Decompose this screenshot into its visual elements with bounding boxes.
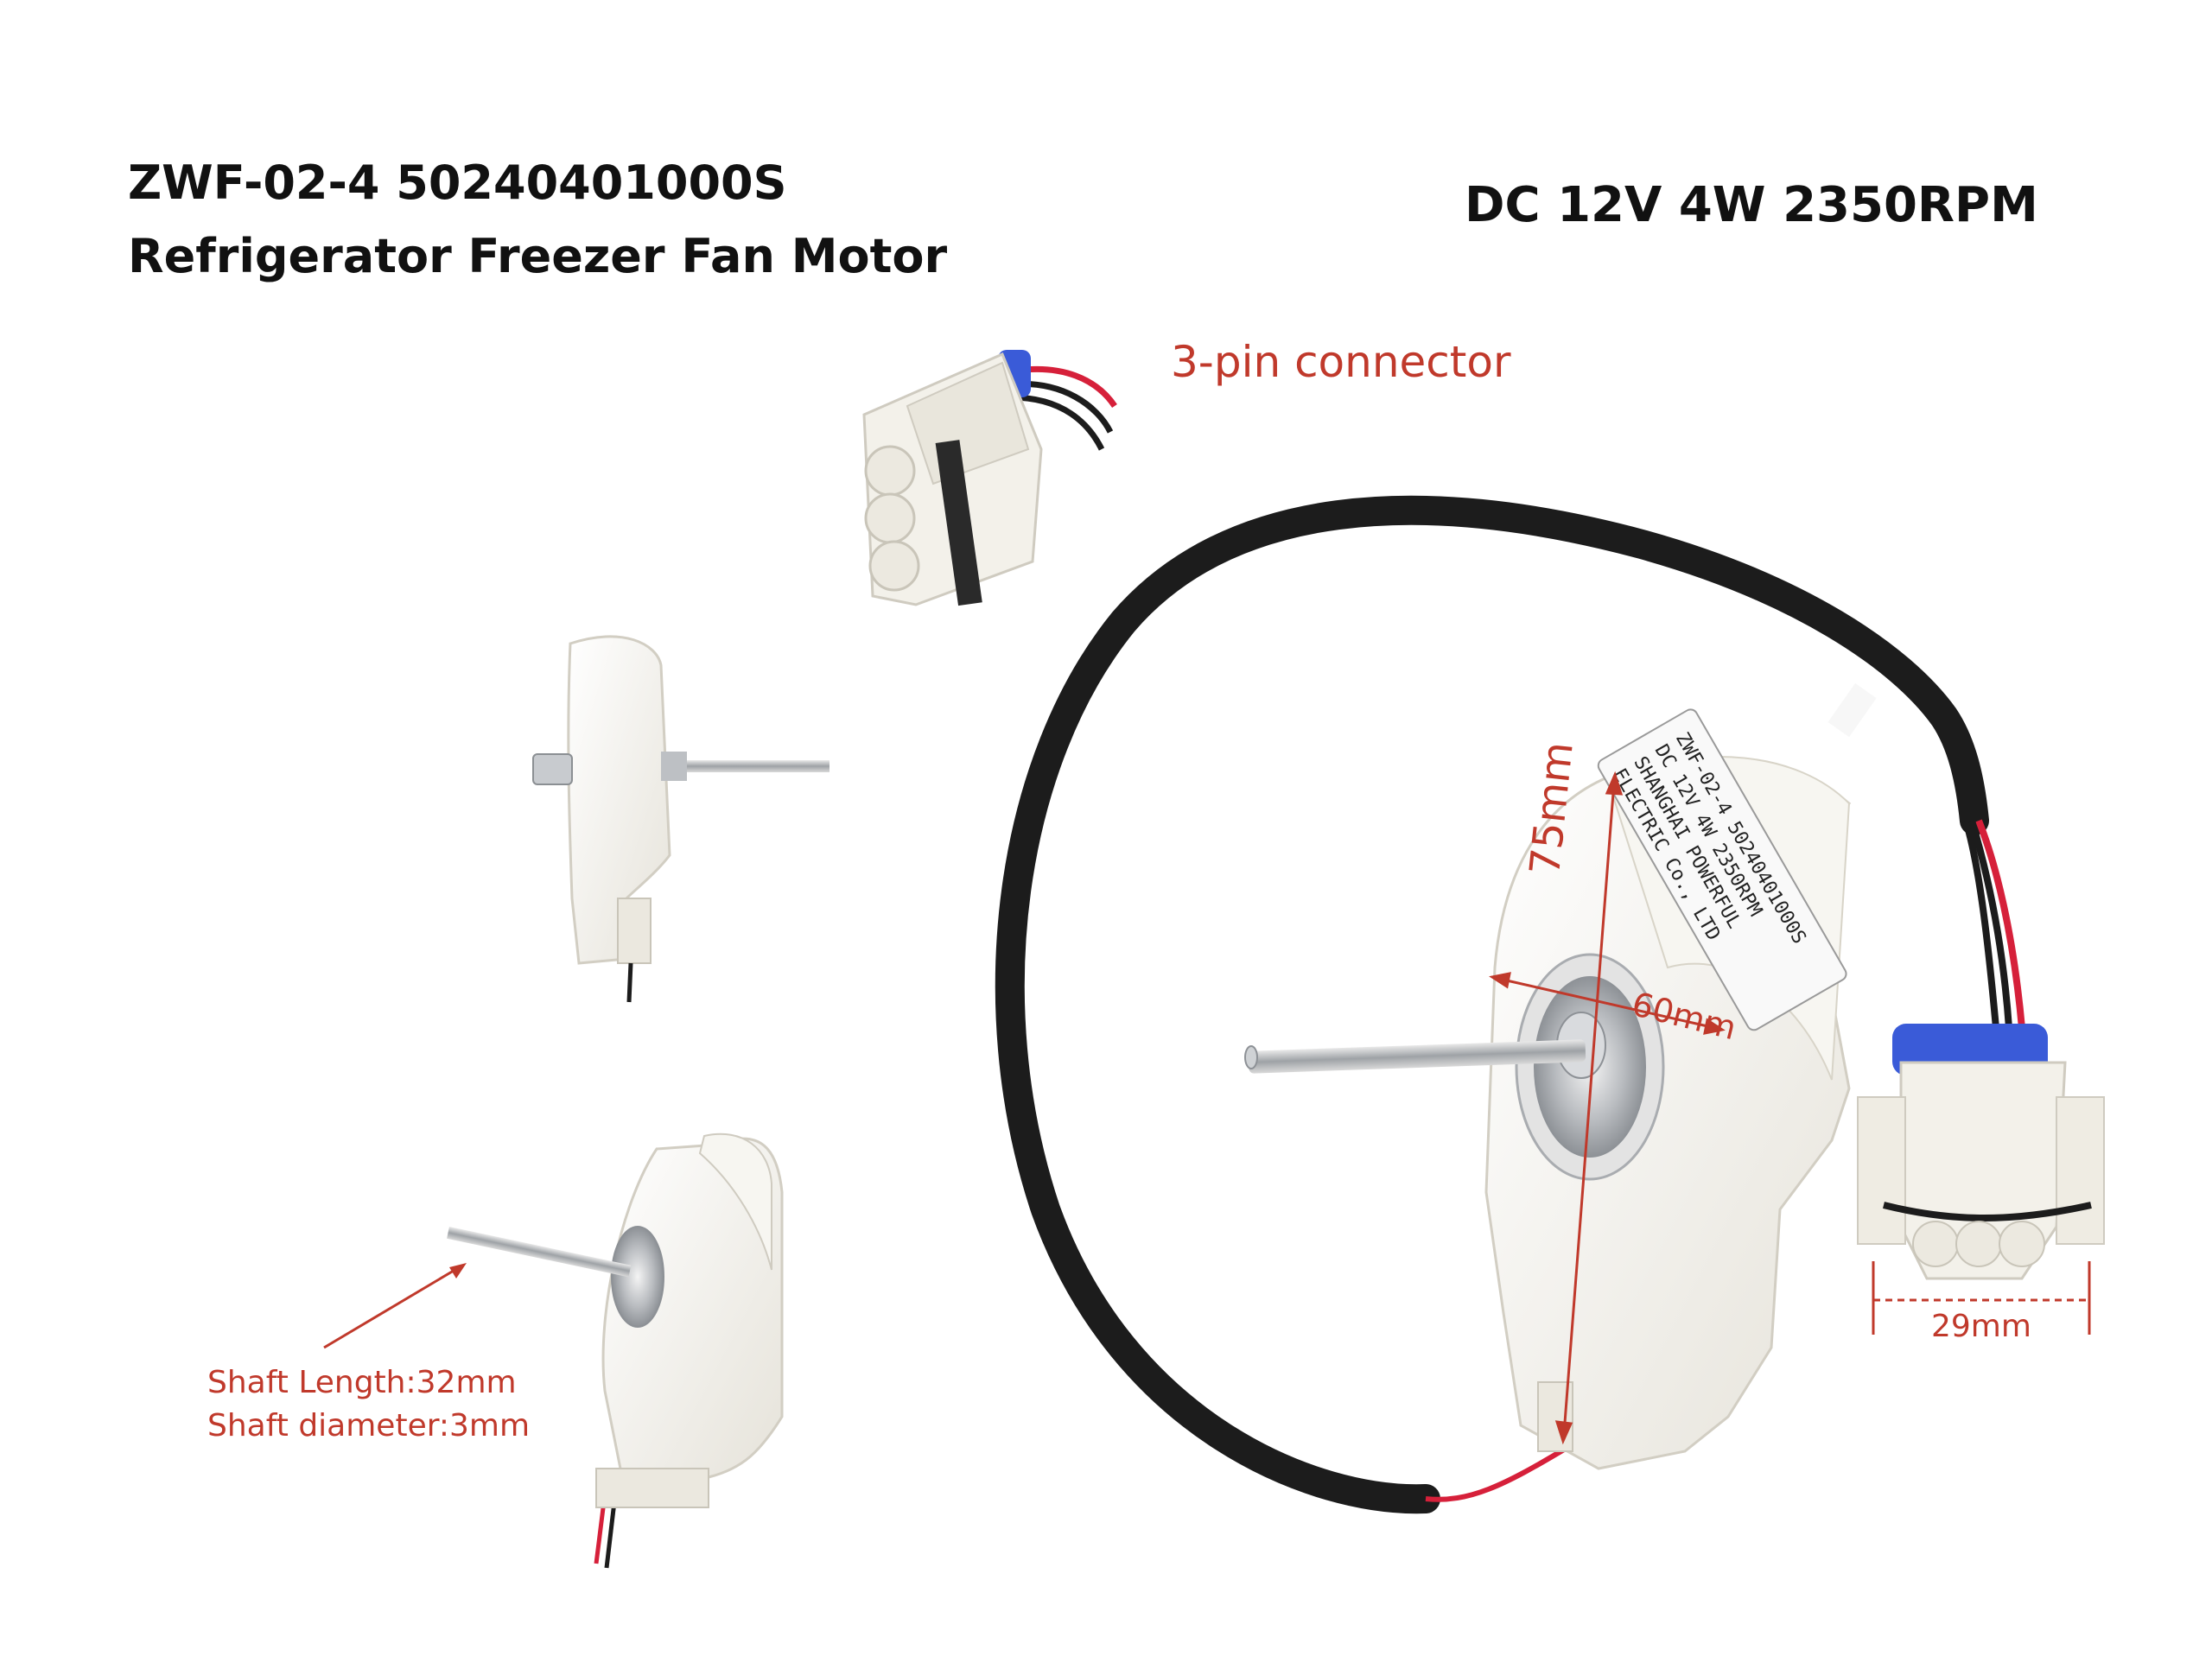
connector-width-label: 29mm bbox=[1931, 1309, 2031, 1344]
dimension-lines bbox=[1489, 771, 2091, 1445]
title-line-1: ZWF-02-4 50240401000S bbox=[128, 155, 787, 210]
spec-text: DC 12V 4W 2350RPM bbox=[1465, 177, 2038, 233]
shaft-pointer-arrow bbox=[323, 1263, 467, 1349]
title-line-2: Refrigerator Freezer Fan Motor bbox=[128, 229, 948, 283]
main-motor-photo: ZWF-02-4 50240401000S DC 12V 4W 2350RPM … bbox=[995, 495, 2105, 1514]
dim-line-height bbox=[1562, 781, 1616, 1435]
shaft-length-annotation: Shaft Length:32mm bbox=[207, 1365, 517, 1400]
shaft-diameter-annotation: Shaft diameter:3mm bbox=[207, 1408, 531, 1443]
connector-photo bbox=[862, 350, 1117, 606]
side-view-photo bbox=[532, 635, 830, 1003]
dim-line-width bbox=[1498, 977, 1716, 1030]
angled-view-photo bbox=[447, 1133, 784, 1569]
connector-annotation: 3-pin connector bbox=[1171, 337, 1511, 387]
